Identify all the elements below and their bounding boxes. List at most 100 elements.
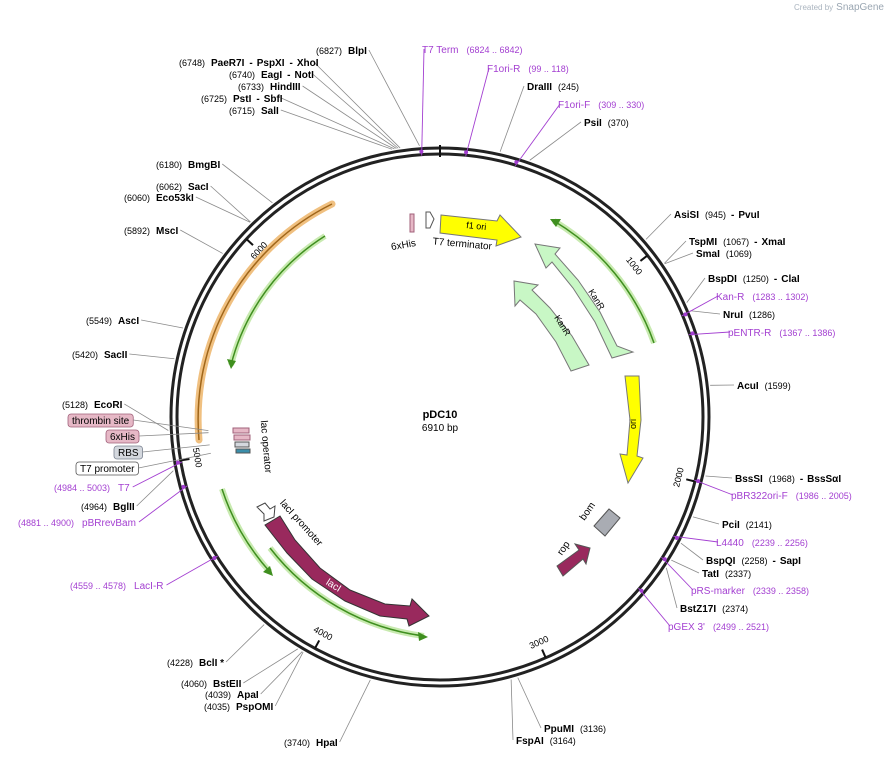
feature-box-leader <box>142 444 210 453</box>
primer-leader <box>694 479 734 496</box>
plasmid-name: pDC10 <box>423 409 458 421</box>
tick-mark <box>314 639 321 649</box>
enzyme-separator: - <box>249 58 252 69</box>
enzyme-name: BmgBI <box>188 160 220 171</box>
enzyme-name: Eco53kI <box>156 193 194 204</box>
enzyme-position: (5128) <box>62 400 88 410</box>
enzyme-name: SalI <box>261 106 279 117</box>
primer-name: pRS-marker <box>691 586 746 597</box>
enzyme-label-hindiii: (6733)HindIII <box>238 82 301 93</box>
rop-arrow <box>556 543 591 577</box>
primer-site-marker <box>514 160 519 165</box>
enzyme-name: PaeR7I <box>211 58 245 69</box>
boxed-feature-thrombin-site: thrombin site <box>67 413 134 428</box>
enzyme-leader <box>195 196 251 223</box>
primer-label-pbrrevbam: (4881 .. 4900)pBRrevBam <box>18 518 136 529</box>
enzyme-position: (4060) <box>181 679 207 689</box>
primer-range: (4881 .. 4900) <box>18 518 74 528</box>
enzyme-position: (1286) <box>749 310 775 320</box>
enzyme-name: BssSαI <box>807 474 841 485</box>
tick-mark <box>245 238 254 246</box>
feature-box-label: RBS <box>118 448 139 459</box>
enzyme-name: PpuMI <box>544 724 574 735</box>
primer-name: T7 <box>118 483 130 494</box>
feature-label-f1-ori: f1 ori <box>466 220 487 232</box>
primer-label-pgex-3: pGEX 3'(2499 .. 2521) <box>668 622 769 633</box>
primer-site-marker <box>419 149 424 154</box>
primer-leader-lines <box>132 48 734 627</box>
enzyme-separator: - <box>774 274 777 285</box>
enzyme-name: MscI <box>156 226 178 237</box>
enzyme-name: HpaI <box>316 738 338 749</box>
enzyme-position: (1250) <box>743 274 769 284</box>
enzyme-leader <box>510 679 514 741</box>
primer-range: (4984 .. 5003) <box>54 483 110 493</box>
enzyme-name: AscI <box>118 316 139 327</box>
enzyme-name: ApaI <box>237 690 259 701</box>
enzyme-label-asisi: AsiSI(945)-PvuI <box>674 210 760 221</box>
primer-site-marker <box>464 150 469 155</box>
enzyme-label-msci: (5892)MscI <box>124 226 178 237</box>
feature-box-leader <box>138 432 209 437</box>
primer-leader <box>132 461 183 488</box>
primer-range: (1367 .. 1386) <box>779 328 835 338</box>
primer-site-marker <box>696 479 701 484</box>
enzyme-label-tati: TatI(2337) <box>702 569 751 580</box>
enzyme-leader <box>243 648 299 684</box>
enzyme-label-fspai: FspAI(3164) <box>516 736 576 747</box>
enzyme-position: (3136) <box>580 724 606 734</box>
feature-box-leader <box>133 419 209 431</box>
enzyme-position: (6180) <box>156 160 182 170</box>
enzyme-name: PciI <box>722 520 740 531</box>
enzyme-leader <box>180 229 223 254</box>
enzyme-leader <box>671 559 700 574</box>
enzyme-label-bsssi: BssSI(1968)-BssSαI <box>735 474 841 485</box>
enzyme-name: BglII <box>113 502 135 513</box>
enzyme-label-asci: (5549)AscI <box>86 316 139 327</box>
primer-range: (6824 .. 6842) <box>467 45 523 55</box>
primer-leader <box>166 555 219 586</box>
enzyme-position: (6060) <box>124 193 150 203</box>
feature-box <box>105 429 140 444</box>
primer-label-kan-r: Kan-R(1283 .. 1302) <box>716 292 808 303</box>
enzyme-name: EagI <box>261 70 282 81</box>
enzyme-name: PstI <box>233 94 252 105</box>
laci-promoter-arrow <box>256 502 276 522</box>
feature-box <box>75 461 139 476</box>
primer-site-marker <box>662 557 667 562</box>
credit-prefix: Created by <box>794 3 834 12</box>
boxed-feature-t7-promoter: T7 promoter <box>75 461 139 476</box>
enzyme-leader <box>665 567 678 609</box>
enzyme-position: (1599) <box>765 381 791 391</box>
enzyme-label-draiii: DraIII(245) <box>527 82 579 93</box>
enzyme-leader <box>260 651 303 695</box>
enzyme-label-acui: AcuI(1599) <box>737 381 791 392</box>
feature-label-t7-terminator: T7 terminator <box>432 236 493 252</box>
lac-operator-boxes <box>232 427 251 454</box>
enzyme-leader <box>368 49 420 146</box>
primer-range: (4559 .. 4578) <box>70 581 126 591</box>
enzyme-label-bglii: (4964)BglII <box>81 502 135 513</box>
enzyme-label-bcli: (4228)BclI * <box>167 658 224 669</box>
feature-box-label: T7 promoter <box>80 464 135 475</box>
tick-mark <box>180 457 190 462</box>
enzyme-name: DraIII <box>527 82 552 93</box>
primer-site-marker <box>690 331 695 336</box>
enzyme-name: SmaI <box>696 249 720 260</box>
enzyme-label-psii: PsiI(370) <box>584 118 629 129</box>
enzyme-position: (370) <box>608 118 629 128</box>
enzyme-position: (2374) <box>722 604 748 614</box>
enzyme-name: BspQI <box>706 556 736 567</box>
primer-range: (1986 .. 2005) <box>796 491 852 501</box>
enzyme-name: FspAI <box>516 736 544 747</box>
enzyme-leader <box>313 61 401 149</box>
enzyme-label-pcii: PciI(2141) <box>722 520 772 531</box>
primer-range: (309 .. 330) <box>598 100 644 110</box>
enzyme-name: XmaI <box>762 237 786 248</box>
primer-name: Kan-R <box>716 292 744 303</box>
enzyme-name: SapI <box>780 556 801 567</box>
tick-label: 1000 <box>624 255 644 277</box>
primer-leader <box>661 556 694 591</box>
enzyme-position: (2337) <box>725 569 751 579</box>
